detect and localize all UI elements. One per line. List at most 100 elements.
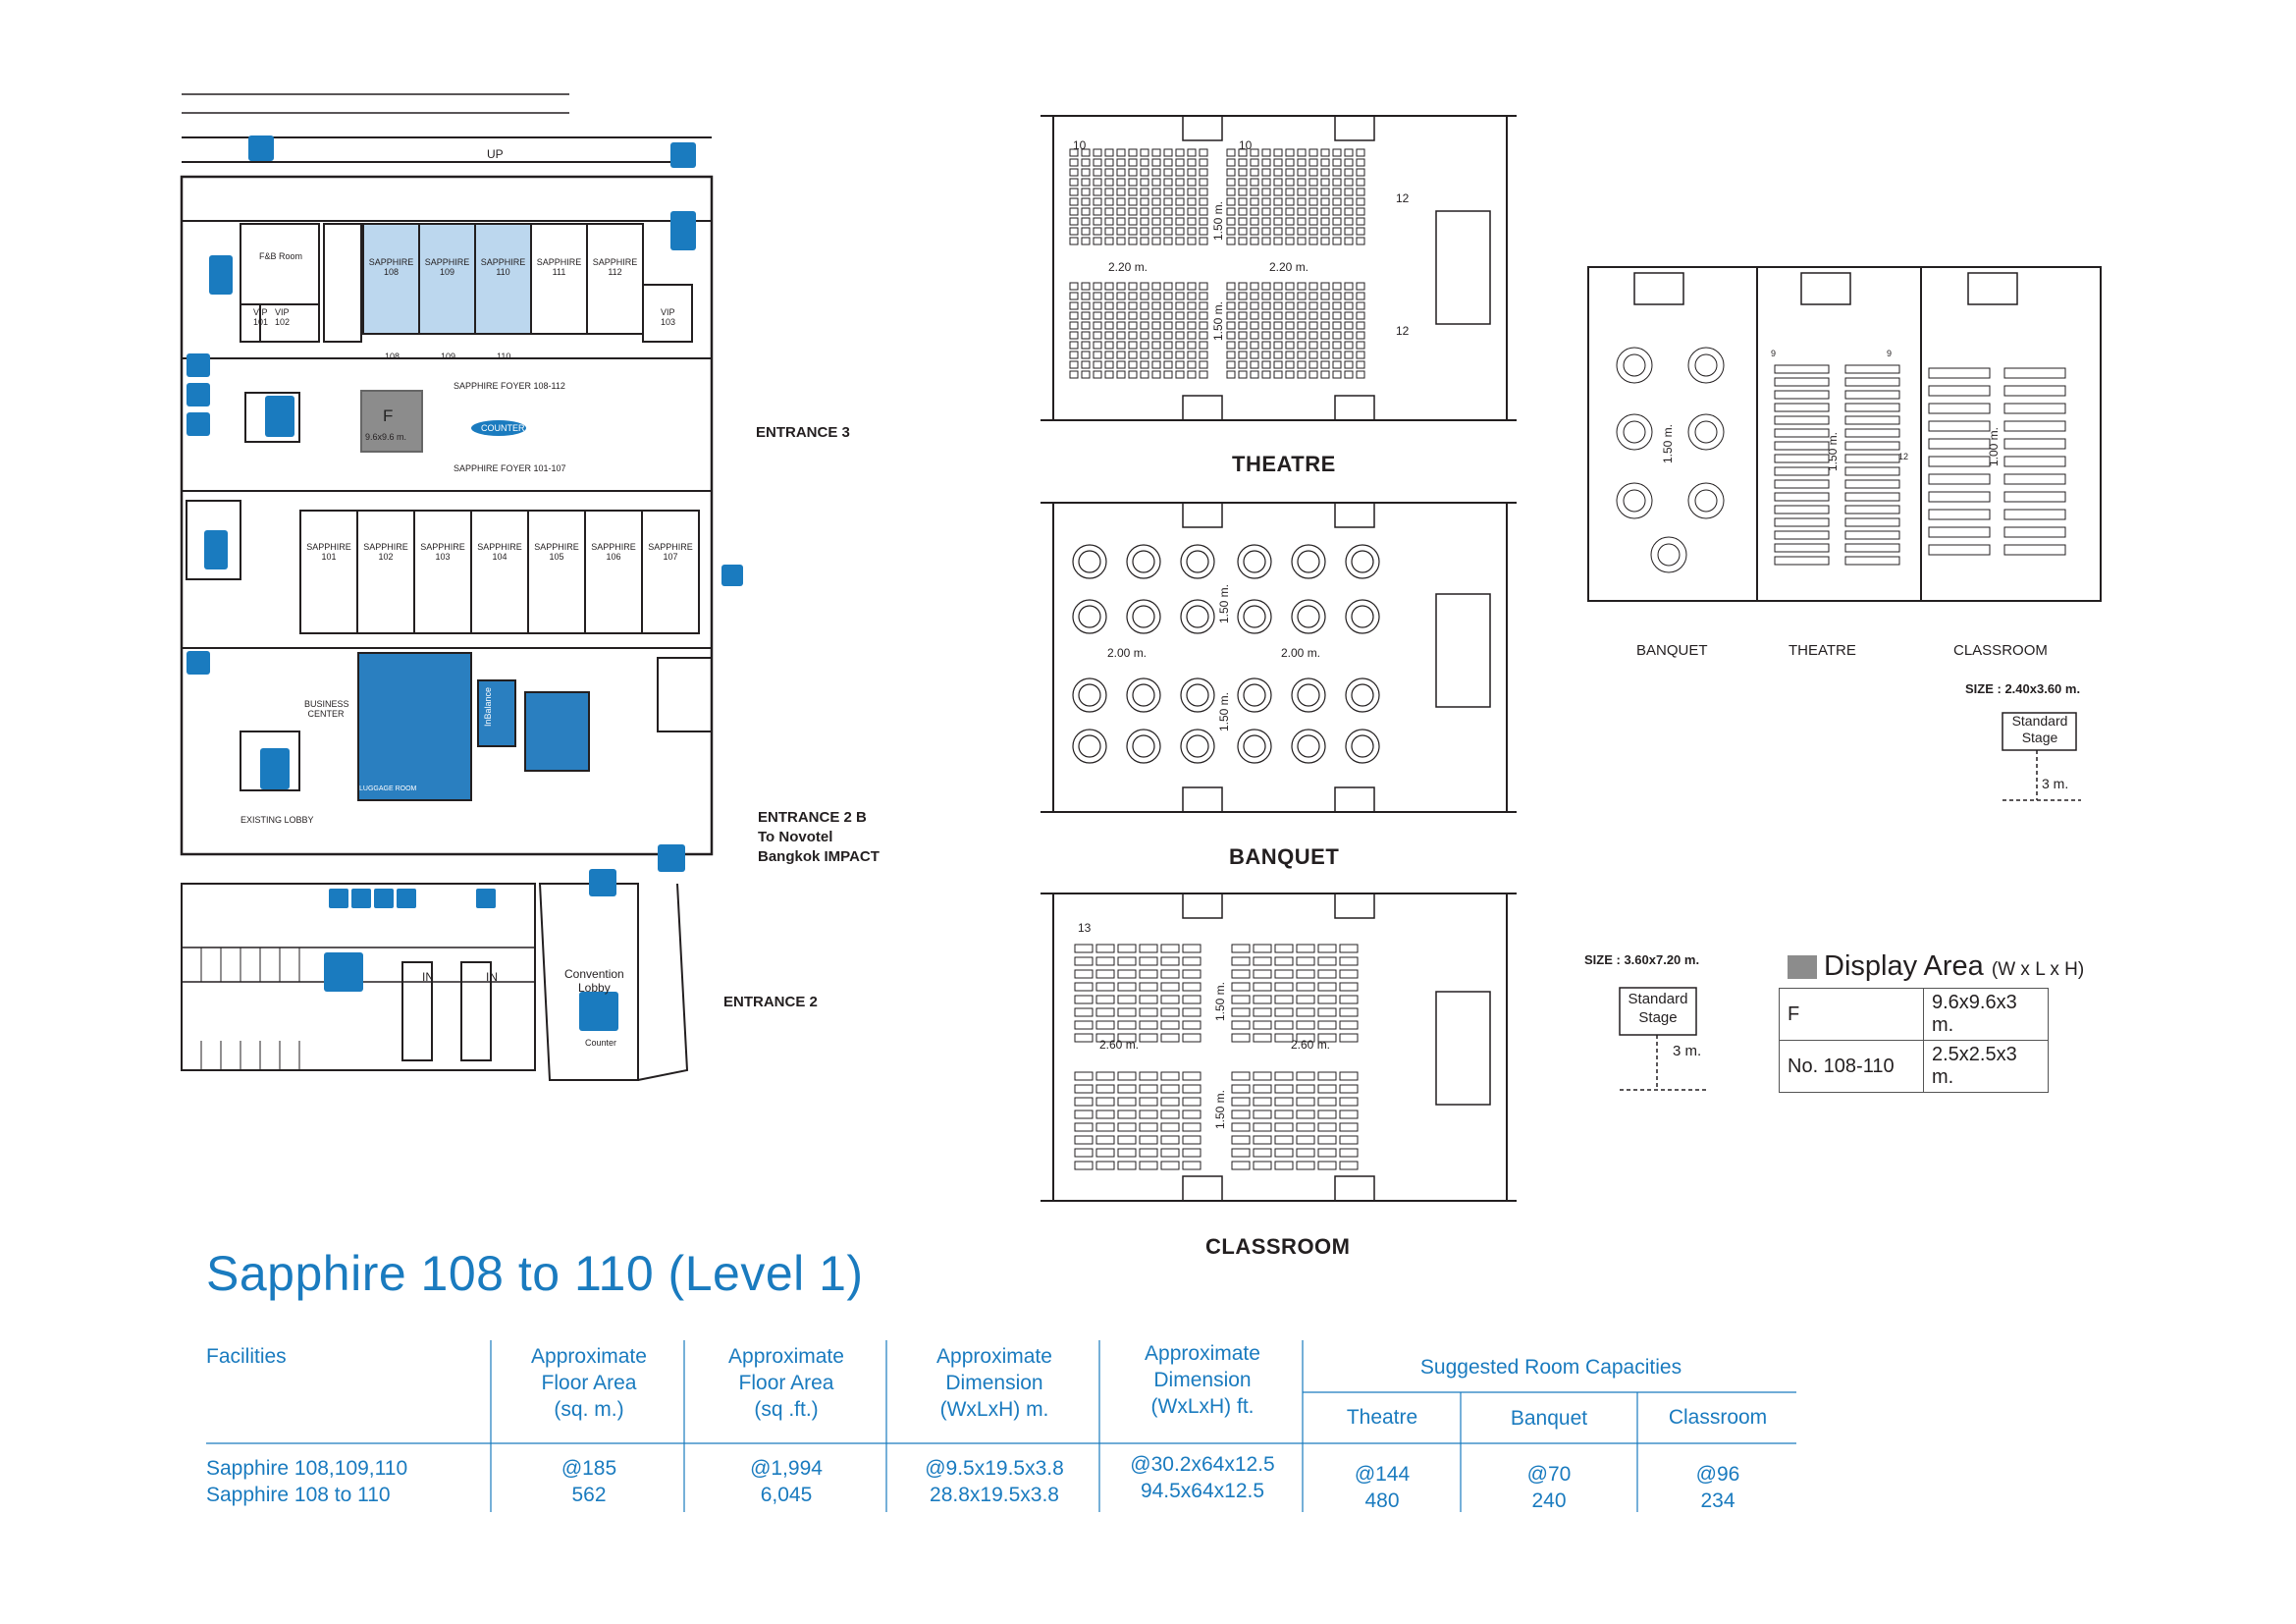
theatre-chair [1093,370,1102,379]
small-classroom-desk-row [2003,456,2066,467]
classroom-desk [1117,1148,1137,1158]
theatre-chair [1344,341,1354,350]
classroom-desk [1274,982,1294,992]
small-classroom-desk-row [2003,491,2066,503]
classroom-desk [1074,1161,1094,1170]
classroom-desk [1317,969,1337,979]
banquet-table-inner [1351,734,1374,758]
theatre-chair [1128,311,1138,320]
theatre-chair [1140,321,1149,330]
theatre-chair [1308,158,1318,167]
theatre-chair [1285,341,1295,350]
theatre-chair [1069,282,1079,291]
classroom-desk [1074,1071,1094,1081]
classroom-desk [1253,1161,1272,1170]
theatre-chair [1093,341,1102,350]
theatre-chair [1238,158,1248,167]
theatre-chair [1104,148,1114,157]
classroom-desk [1160,1097,1180,1107]
classroom-desk [1074,1110,1094,1119]
theatre-chair [1320,148,1330,157]
theatre-chair [1093,148,1102,157]
theatre-chair [1250,360,1259,369]
classroom-desk [1231,982,1251,992]
theatre-chair [1226,148,1236,157]
theatre-chair [1081,188,1091,196]
small-classroom-desk-row [1928,456,1991,467]
classroom-desk [1231,1071,1251,1081]
theatre-chair [1273,282,1283,291]
theatre-chair [1332,282,1342,291]
classroom-desk [1095,1020,1115,1030]
theatre-chair [1140,341,1149,350]
small-banquet-table-inner [1623,353,1646,377]
classroom-desk [1117,969,1137,979]
theatre-chair [1344,237,1354,245]
classroom-desk [1117,995,1137,1004]
theatre-chair [1344,148,1354,157]
theatre-chair [1273,331,1283,340]
theatre-chair [1081,370,1091,379]
theatre-chair [1128,188,1138,196]
inbalance-label: InBalance [483,687,493,728]
theatre-chair [1140,311,1149,320]
classroom-desk [1317,982,1337,992]
classroom-desk [1074,944,1094,953]
theatre-chair [1199,341,1208,350]
theatre-chair [1226,311,1236,320]
theatre-chair [1250,207,1259,216]
display-area-row-label: No. 108-110 [1779,1040,1924,1093]
theatre-chair [1261,207,1271,216]
theatre-chair [1238,282,1248,291]
classroom-desk [1339,1007,1359,1017]
theatre-chair [1238,197,1248,206]
theatre-chair [1104,311,1114,320]
theatre-chair [1332,292,1342,300]
theatre-chair [1081,197,1091,206]
small-banquet-table-inner [1694,353,1718,377]
theatre-chair [1128,301,1138,310]
theatre-chair [1320,301,1330,310]
banquet-table-inner [1186,734,1209,758]
theatre-chair [1199,158,1208,167]
theatre-chair [1151,321,1161,330]
theatre-chair [1093,217,1102,226]
classroom-row-count: 13 [1078,921,1092,935]
theatre-chair [1226,331,1236,340]
floor-plan [180,93,714,1081]
theatre-chair [1320,178,1330,187]
theatre-chair [1199,301,1208,310]
theatre-chair [1261,158,1271,167]
classroom-desk [1117,1007,1137,1017]
theatre-chair [1320,237,1330,245]
theatre-chair [1226,360,1236,369]
theatre-chair [1163,370,1173,379]
classroom-desk [1139,1135,1158,1145]
classroom-desk [1274,956,1294,966]
theatre-chair [1308,178,1318,187]
small-banquet-aisle: 1.50 m. [1661,424,1675,464]
theatre-chair [1163,207,1173,216]
classroom-desk [1274,1007,1294,1017]
classroom-desk [1317,1097,1337,1107]
theatre-chair [1140,282,1149,291]
theatre-chair [1093,197,1102,206]
theatre-chair [1285,217,1295,226]
theatre-chair [1187,188,1197,196]
theatre-chair [1187,148,1197,157]
classroom-desk [1231,944,1251,953]
theatre-chair [1250,227,1259,236]
classroom-desk [1182,969,1201,979]
classroom-desk [1296,995,1315,1004]
theatre-chair [1128,331,1138,340]
theatre-chair [1332,311,1342,320]
classroom-aisle-h-left: 2.60 m. [1099,1038,1140,1052]
classroom-desk [1231,995,1251,1004]
theatre-chair [1199,197,1208,206]
theatre-chair [1344,331,1354,340]
display-area-letter: F [383,406,394,425]
small-banquet-label: BANQUET [1636,642,1708,659]
theatre-chair [1163,227,1173,236]
